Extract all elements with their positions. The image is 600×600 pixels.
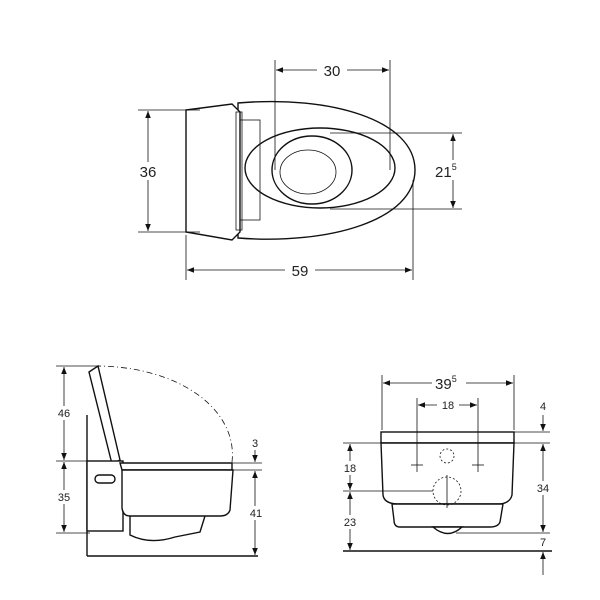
bowl-rim-inner — [244, 127, 396, 209]
dim-label-39-5: 395 — [435, 374, 457, 393]
bowl-side — [121, 469, 234, 517]
dim-label-34: 34 — [537, 483, 549, 495]
seat-hinge — [239, 119, 261, 221]
dim-label-41: 41 — [250, 508, 262, 520]
lid-swing-arc — [94, 365, 233, 463]
dim-label-35: 35 — [58, 492, 70, 504]
dim-label-23: 23 — [344, 517, 356, 529]
installation-module — [86, 460, 124, 532]
dim-label-3: 3 — [252, 438, 258, 450]
bowl-lower-front — [391, 503, 504, 528]
lid-open — [88, 364, 121, 466]
dim-label-36: 36 — [140, 164, 157, 181]
dim-label-30: 30 — [324, 63, 341, 80]
bolt-right-icon — [472, 458, 484, 472]
dim-label-18-inlet: 18 — [344, 463, 356, 475]
inlet-circle — [439, 448, 455, 464]
seat-front — [380, 431, 515, 444]
seat-lid-back — [185, 103, 241, 241]
front-view: 395 18 18 23 4 34 7 — [338, 374, 555, 575]
bowl-opening — [271, 135, 353, 205]
dim-label-21-5: 215 — [435, 162, 457, 181]
dim-label-59: 59 — [292, 263, 309, 280]
top-view: 30 36 215 59 — [135, 60, 468, 280]
dim-label-4: 4 — [540, 401, 546, 413]
seat-side — [119, 462, 233, 471]
dim-label-46: 46 — [58, 408, 70, 420]
bowl-front — [380, 442, 515, 505]
bowl-outline — [237, 100, 416, 240]
bowl-opening-inner — [279, 149, 337, 195]
dim-label-18-bolts: 18 — [442, 400, 454, 412]
dim-label-7: 7 — [540, 537, 546, 549]
side-view: 46 35 3 41 — [52, 364, 267, 557]
bolt-left-icon — [411, 458, 423, 472]
module-button — [94, 474, 116, 484]
